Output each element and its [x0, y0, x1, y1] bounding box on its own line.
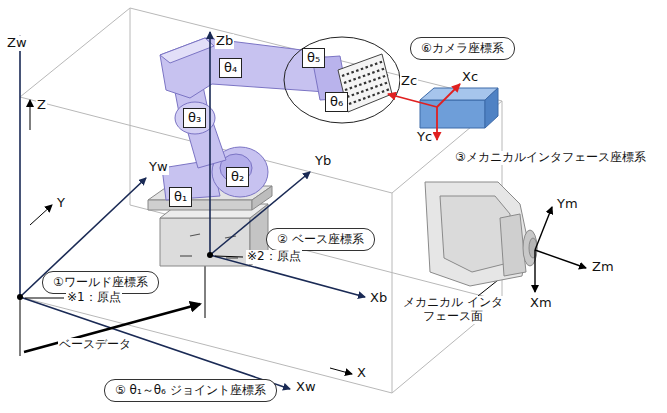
joint-label: θ₁ — [169, 187, 192, 207]
axis-name: Yc — [416, 130, 433, 145]
origin-note: ※1：原点 — [66, 291, 122, 305]
axis-name: Xb — [369, 291, 388, 306]
axis-name: Ym — [556, 197, 579, 212]
system-badge: ⑥カメラ座標系 — [410, 37, 515, 60]
box-text: θ₆ — [330, 94, 343, 110]
box-text: θ₅ — [307, 50, 320, 66]
axis-name: Xm — [529, 296, 553, 311]
system-badge: ② ベース座標系 — [266, 228, 375, 251]
joint-label: θ₂ — [226, 167, 249, 187]
axis-name: Z — [36, 98, 47, 113]
box-text: θ₁ — [174, 189, 187, 205]
axis-name: Xw — [295, 380, 317, 395]
axis-name: Zb — [215, 34, 234, 49]
axis-name: Zw — [6, 36, 28, 51]
box-text: ② ベース座標系 — [277, 232, 364, 247]
part-name: メカニカル インタフェース面 — [398, 296, 508, 324]
joint-label: θ₆ — [325, 92, 348, 112]
joint-label: θ₅ — [302, 48, 325, 68]
box-text: θ₄ — [224, 60, 237, 76]
system-badge: ⑤ θ₁～θ₆ ジョイント座標系 — [104, 379, 277, 402]
system-caption: ③メカニカルインタフェース座標系 — [454, 151, 647, 165]
box-text: ⑤ θ₁～θ₆ ジョイント座標系 — [115, 383, 266, 398]
box-text: θ₃ — [188, 110, 201, 126]
joint-label: θ₃ — [183, 108, 206, 128]
axis-name: Xc — [461, 70, 479, 85]
box-text: ①ワールド座標系 — [53, 275, 148, 290]
axis-name: Yw — [148, 160, 169, 175]
origin-note: ※2：原点 — [246, 250, 302, 264]
axis-name: Yb — [314, 154, 332, 169]
axis-name: Zc — [400, 74, 418, 89]
axis-name: X — [356, 366, 367, 381]
box-text: θ₂ — [231, 169, 244, 185]
dimension-label: ベースデータ — [58, 338, 132, 352]
joint-label: θ₄ — [219, 58, 242, 78]
axis-name: Zm — [591, 260, 615, 275]
box-text: ⑥カメラ座標系 — [421, 41, 504, 56]
axis-name: Y — [56, 196, 66, 211]
